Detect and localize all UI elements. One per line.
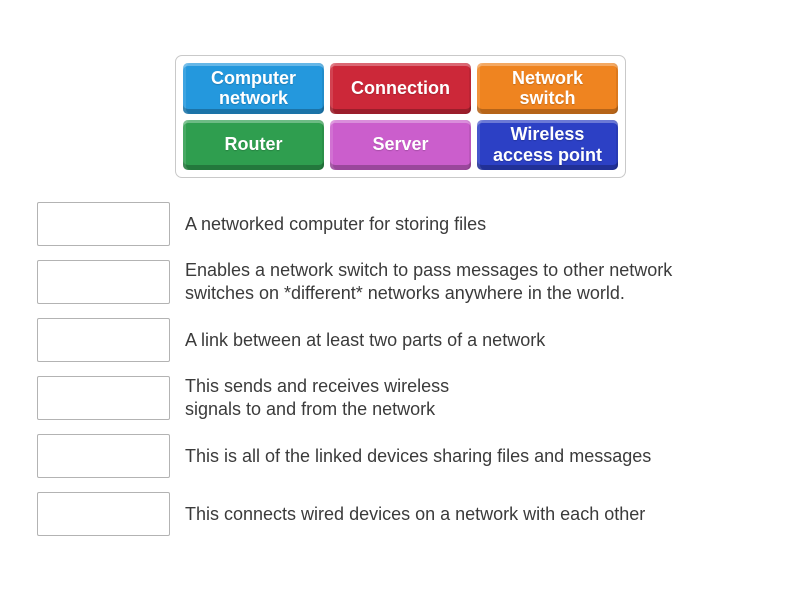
term-tile-panel: Computer network Connection Network swit… [175, 55, 626, 178]
answer-slot-4[interactable] [37, 376, 170, 420]
answer-slot-2[interactable] [37, 260, 170, 304]
definition-text: A networked computer for storing files [185, 213, 487, 234]
answer-slot-1[interactable] [37, 202, 170, 246]
definition-text: A link between at least two parts of a n… [185, 329, 546, 350]
match-row: This sends and receives wireless signals… [37, 376, 777, 420]
match-row: A link between at least two parts of a n… [37, 318, 777, 362]
answer-slot-5[interactable] [37, 434, 170, 478]
definition-text: This sends and receives wireless signals… [185, 376, 450, 419]
match-row: This is all of the linked devices sharin… [37, 434, 777, 478]
match-list: A networked computer for storing files E… [37, 202, 777, 550]
match-row: This connects wired devices on a network… [37, 492, 777, 536]
answer-slot-6[interactable] [37, 492, 170, 536]
tile-server[interactable]: Server [330, 119, 471, 170]
tile-connection[interactable]: Connection [330, 63, 471, 114]
answer-slot-3[interactable] [37, 318, 170, 362]
tile-wireless-access-point[interactable]: Wireless access point [477, 119, 618, 170]
match-row: Enables a network switch to pass message… [37, 260, 777, 304]
tile-router[interactable]: Router [183, 119, 324, 170]
definition-text: This connects wired devices on a network… [185, 503, 646, 524]
match-row: A networked computer for storing files [37, 202, 777, 246]
definition-text: This is all of the linked devices sharin… [185, 445, 652, 466]
tile-computer-network[interactable]: Computer network [183, 63, 324, 114]
tile-network-switch[interactable]: Network switch [477, 63, 618, 114]
definition-text: Enables a network switch to pass message… [185, 260, 673, 303]
